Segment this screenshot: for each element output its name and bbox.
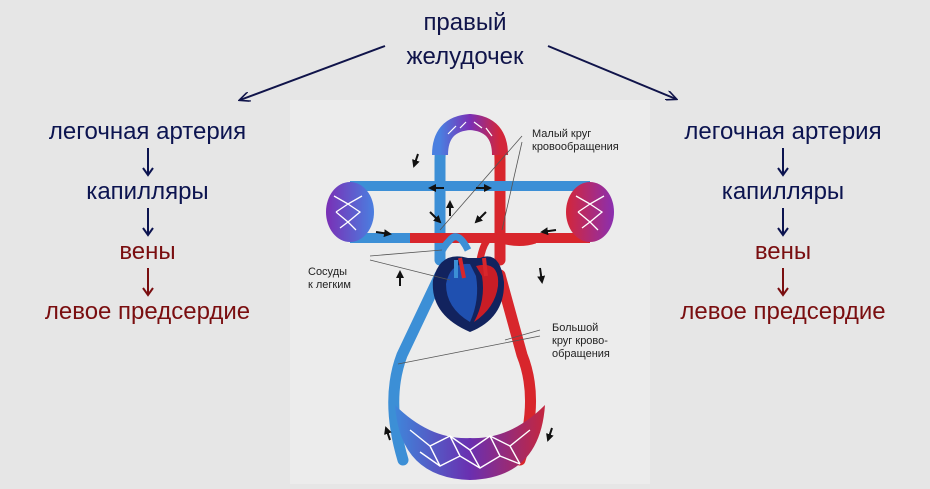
right-item-pulmonary-artery: легочная артерия <box>636 118 930 146</box>
right-item-capillaries: капилляры <box>636 178 930 206</box>
flow-arrow-icon <box>414 154 418 166</box>
down-arrow-icon <box>0 146 295 178</box>
upper-body-capillaries <box>440 122 500 155</box>
circulation-illustration <box>290 100 650 484</box>
left-lung-capillaries <box>326 182 374 242</box>
right-branch-arrow <box>548 46 676 99</box>
flow-arrow-icon <box>542 230 556 232</box>
heart <box>433 256 504 332</box>
left-item-pulmonary-artery: легочная артерия <box>0 118 295 146</box>
lower-body-capillaries <box>395 405 545 480</box>
right-lung-capillaries <box>566 182 614 242</box>
right-item-left-atrium: левое предсердие <box>636 298 930 326</box>
left-branch-arrow <box>240 46 385 100</box>
left-item-capillaries: капилляры <box>0 178 295 206</box>
left-item-left-atrium: левое предсердие <box>0 298 295 326</box>
left-item-veins: вены <box>0 238 295 266</box>
branch-arrows <box>0 0 930 110</box>
flow-arrow-icon <box>548 428 552 440</box>
flow-arrow-icon <box>476 212 486 222</box>
flow-arrow-icon <box>386 428 390 440</box>
down-arrow-icon <box>0 266 295 298</box>
flow-arrow-icon <box>540 268 542 282</box>
down-arrow-icon <box>636 266 930 298</box>
down-arrow-icon <box>0 206 295 238</box>
label-vessels-to-lungs: Сосуды к легким <box>308 266 351 292</box>
circulation-diagram: Малый круг кровообращения Сосуды к легки… <box>290 100 650 484</box>
label-small-circle: Малый круг кровообращения <box>532 128 619 154</box>
down-arrow-icon <box>636 206 930 238</box>
right-flow-column: легочная артерия капилляры вены левое пр… <box>636 118 930 326</box>
label-big-circle: Большой круг крово- обращения <box>552 322 610 361</box>
down-arrow-icon <box>636 146 930 178</box>
left-flow-column: легочная артерия капилляры вены левое пр… <box>0 118 295 326</box>
right-item-veins: вены <box>636 238 930 266</box>
